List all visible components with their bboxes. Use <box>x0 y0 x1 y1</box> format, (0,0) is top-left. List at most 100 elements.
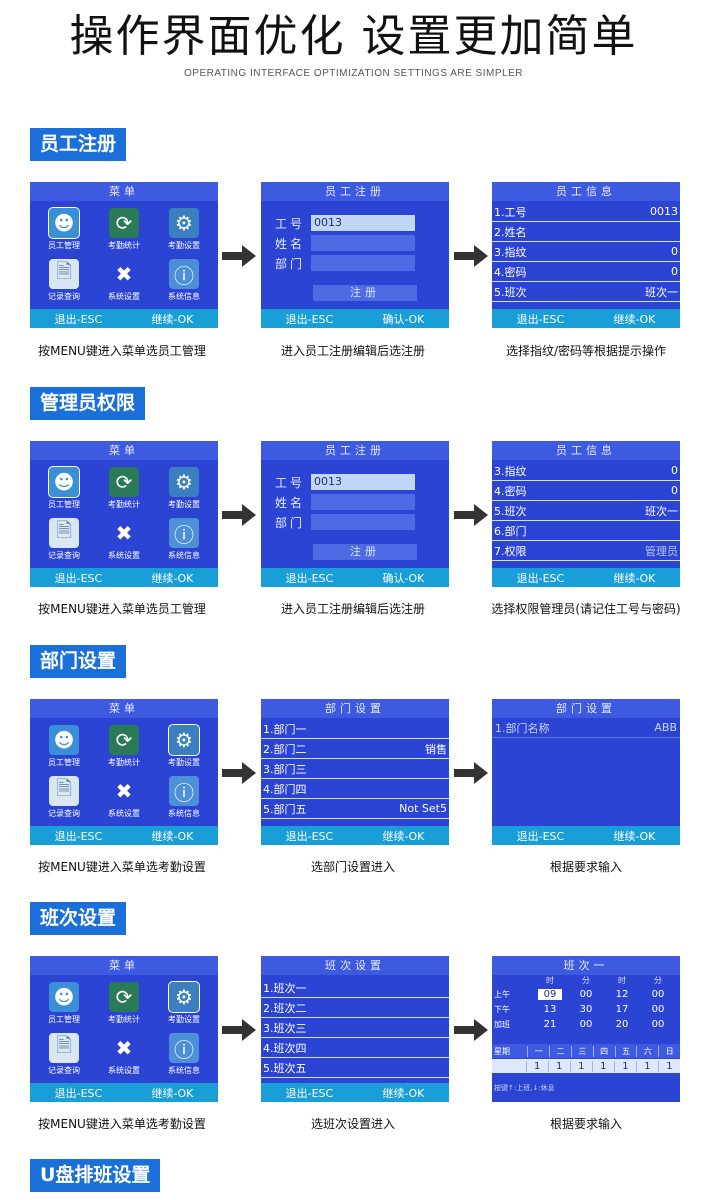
step-caption: 选部门设置进入 <box>310 860 395 874</box>
menu-item-stats[interactable]: ⟳考勤统计 <box>94 978 154 1029</box>
time-cell[interactable]: 00 <box>579 1019 593 1030</box>
section-label: 班次设置 <box>30 902 127 935</box>
ok-button[interactable]: 继续-OK <box>613 829 656 843</box>
esc-button[interactable]: 退出-ESC <box>285 1086 334 1100</box>
ok-button[interactable]: 继续-OK <box>151 571 194 585</box>
list-item[interactable]: 4.班次四 <box>261 1038 449 1058</box>
list-item[interactable]: 2.部门二销售 <box>261 739 449 759</box>
time-cell[interactable]: 13 <box>543 1004 557 1015</box>
esc-button[interactable]: 退出-ESC <box>54 571 103 585</box>
register-button[interactable]: 注册 <box>313 544 417 560</box>
list-item[interactable]: 5.班次班次一 <box>492 282 680 302</box>
menu-item-system[interactable]: ✖系统设置 <box>94 772 154 823</box>
list-item[interactable]: 5.班次班次一 <box>492 501 680 521</box>
list-item[interactable]: 1.部门一 <box>261 719 449 739</box>
menu-item-records[interactable]: 🗎记录查询 <box>48 518 80 560</box>
ok-button[interactable]: 继续-OK <box>151 312 194 326</box>
menu-item-records[interactable]: 🗎记录查询 <box>48 259 80 301</box>
list-item[interactable]: 2.班次二 <box>261 998 449 1018</box>
screen-header: 菜单 <box>30 441 218 460</box>
ok-button[interactable]: 继续-OK <box>151 829 194 843</box>
menu-item-system[interactable]: ✖系统设置 <box>94 1029 154 1080</box>
esc-button[interactable]: 退出-ESC <box>285 829 334 843</box>
menu-item-attendance[interactable]: ⚙考勤设置 <box>154 978 214 1029</box>
menu-item-staff[interactable]: ☻员工管理 <box>34 463 94 514</box>
list-item[interactable]: 6.部门 <box>492 521 680 541</box>
list-item[interactable]: 5.班次五 <box>261 1058 449 1078</box>
menu-item-system[interactable]: ✖系统设置 <box>94 255 154 306</box>
name-field[interactable] <box>311 235 415 251</box>
time-cell[interactable]: 00 <box>651 989 665 1000</box>
employee-id-field[interactable]: 0013 <box>311 474 415 490</box>
list-item[interactable]: 1.班次一 <box>261 978 449 998</box>
weekday-values[interactable]: 1 1 1 1 1 1 1 <box>492 1059 680 1073</box>
list-item[interactable]: 3.班次三 <box>261 1018 449 1038</box>
screen-header: 员工信息 <box>492 182 680 201</box>
menu-item-attendance[interactable]: ⚙考勤设置 <box>154 204 214 255</box>
time-cell[interactable]: 09 <box>538 989 562 1000</box>
menu-item-attendance[interactable]: ⚙考勤设置 <box>154 463 214 514</box>
time-cell[interactable]: 00 <box>651 1019 665 1030</box>
esc-button[interactable]: 退出-ESC <box>516 312 565 326</box>
esc-button[interactable]: 退出-ESC <box>285 312 334 326</box>
menu-item-attendance[interactable]: ⚙考勤设置 <box>154 721 214 772</box>
esc-button[interactable]: 退出-ESC <box>54 1086 103 1100</box>
user-icon: ☻ <box>49 725 79 755</box>
esc-button[interactable]: 退出-ESC <box>516 829 565 843</box>
ok-button[interactable]: 继续-OK <box>382 1086 425 1100</box>
time-cell[interactable]: 12 <box>615 989 629 1000</box>
ok-button[interactable]: 继续-OK <box>382 829 425 843</box>
section-label: 管理员权限 <box>30 387 146 420</box>
time-cell[interactable]: 00 <box>579 989 593 1000</box>
list-item[interactable]: 2.姓名 <box>492 222 680 242</box>
ok-button[interactable]: 继续-OK <box>613 312 656 326</box>
menu-item-stats[interactable]: ⟳考勤统计 <box>94 463 154 514</box>
esc-button[interactable]: 退出-ESC <box>54 312 103 326</box>
menu-item-records[interactable]: 🗎记录查询 <box>48 1033 80 1075</box>
list-item[interactable]: 7.权限管理员 <box>492 541 680 561</box>
tools-icon: ✖ <box>115 779 133 803</box>
esc-button[interactable]: 退出-ESC <box>516 571 565 585</box>
department-field[interactable] <box>311 514 415 530</box>
document-icon: 🗎 <box>49 259 79 289</box>
name-field[interactable] <box>311 494 415 510</box>
arrow-right-icon <box>454 245 488 267</box>
employee-id-field[interactable]: 0013 <box>311 215 415 231</box>
confirm-button[interactable]: 确认-OK <box>382 571 425 585</box>
menu-item-records[interactable]: 🗎记录查询 <box>48 776 80 818</box>
department-field[interactable] <box>311 255 415 271</box>
time-cell[interactable]: 20 <box>615 1019 629 1030</box>
menu-item-staff[interactable]: ☻员工管理 <box>34 978 94 1029</box>
ok-button[interactable]: 继续-OK <box>151 1086 194 1100</box>
screen-header: 菜单 <box>30 699 218 718</box>
menu-item-stats[interactable]: ⟳考勤统计 <box>94 721 154 772</box>
confirm-button[interactable]: 确认-OK <box>382 312 425 326</box>
time-cell[interactable]: 21 <box>543 1019 557 1030</box>
time-cell[interactable]: 30 <box>579 1004 593 1015</box>
step-caption: 选择指纹/密码等根据提示操作 <box>505 344 667 358</box>
menu-item-staff[interactable]: ☻员工管理 <box>34 721 94 772</box>
menu-item-system[interactable]: ✖系统设置 <box>94 514 154 565</box>
list-item[interactable]: 3.部门三 <box>261 759 449 779</box>
menu-item-stats[interactable]: ⟳考勤统计 <box>94 204 154 255</box>
esc-button[interactable]: 退出-ESC <box>54 829 103 843</box>
key-hint: 按键↑:上班,↓:休息 <box>494 1084 555 1092</box>
ok-button[interactable]: 继续-OK <box>613 571 656 585</box>
time-cell[interactable]: 17 <box>615 1004 629 1015</box>
time-cell[interactable]: 00 <box>651 1004 665 1015</box>
list-item[interactable]: 4.部门四 <box>261 779 449 799</box>
menu-item-staff[interactable]: ☻员工管理 <box>34 204 94 255</box>
esc-button[interactable]: 退出-ESC <box>285 571 334 585</box>
register-button[interactable]: 注册 <box>313 285 417 301</box>
